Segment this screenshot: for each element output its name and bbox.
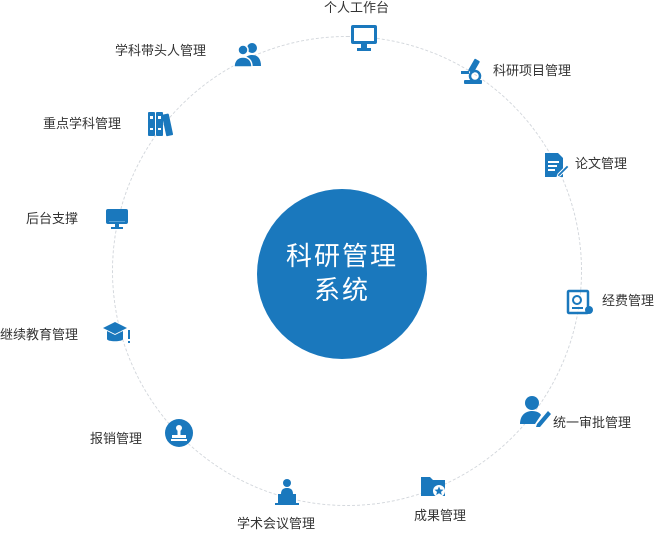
module-label: 报销管理 (90, 432, 143, 447)
orbit-ring (112, 36, 582, 506)
module-label: 学科带头人管理 (115, 44, 207, 59)
folder-star-icon (421, 477, 445, 497)
display-icon (106, 209, 128, 229)
monitor-icon (351, 25, 377, 51)
document-edit-icon (545, 153, 570, 178)
center-hub: 科研管理 系统 (257, 189, 427, 359)
conference-podium-icon (275, 479, 299, 505)
module-label: 成果管理 (414, 509, 467, 524)
module-label: 重点学科管理 (43, 117, 122, 132)
center-title: 科研管理 (285, 242, 398, 272)
users-icon (233, 43, 261, 68)
module-label: 学术会议管理 (237, 517, 316, 532)
expense-sheet-icon (566, 289, 593, 315)
module-label: 继续教育管理 (0, 328, 79, 343)
center-subtitle: 系统 (313, 276, 370, 306)
module-label: 经费管理 (602, 294, 655, 309)
module-label: 统一审批管理 (553, 416, 632, 431)
module-label: 科研项目管理 (493, 64, 572, 79)
module-label: 论文管理 (575, 157, 628, 172)
microscope-icon (461, 58, 482, 84)
stamp-icon (165, 419, 193, 447)
user-pen-icon (520, 396, 551, 427)
module-label: 后台支撑 (26, 212, 79, 227)
binders-icon (148, 112, 174, 137)
module-label: 个人工作台 (324, 1, 390, 16)
graduation-cap-icon (103, 322, 130, 343)
